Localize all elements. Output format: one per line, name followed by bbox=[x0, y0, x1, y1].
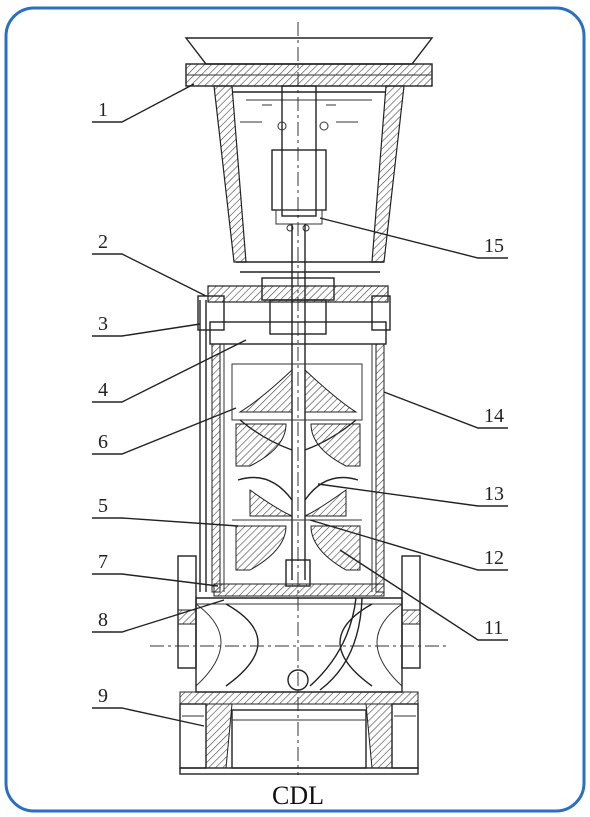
label-11: 11 bbox=[484, 617, 503, 639]
stage-2 bbox=[235, 423, 361, 517]
label-15: 15 bbox=[484, 235, 504, 257]
motor-flange bbox=[184, 37, 434, 87]
label-3: 3 bbox=[98, 313, 108, 335]
label-4: 4 bbox=[98, 379, 108, 401]
label-2: 2 bbox=[98, 231, 108, 253]
label-1: 1 bbox=[98, 99, 108, 121]
label-13: 13 bbox=[484, 483, 504, 505]
pump-base bbox=[150, 555, 450, 693]
leaders-right bbox=[309, 217, 508, 641]
stage-3 bbox=[232, 519, 362, 587]
leaders-left bbox=[92, 83, 247, 727]
label-14: 14 bbox=[484, 405, 504, 427]
label-8: 8 bbox=[98, 609, 108, 631]
frame-border bbox=[4, 6, 586, 813]
label-12: 12 bbox=[484, 547, 504, 569]
label-9: 9 bbox=[98, 685, 108, 707]
label-6: 6 bbox=[98, 431, 108, 453]
tie-bolt bbox=[199, 300, 207, 592]
label-7: 7 bbox=[98, 551, 108, 573]
upper-plate bbox=[197, 277, 391, 345]
lower-plate bbox=[213, 583, 385, 597]
label-5: 5 bbox=[98, 495, 108, 517]
caption: CDL bbox=[272, 781, 324, 810]
motor-bracket bbox=[213, 85, 405, 273]
base-foot bbox=[179, 691, 419, 775]
